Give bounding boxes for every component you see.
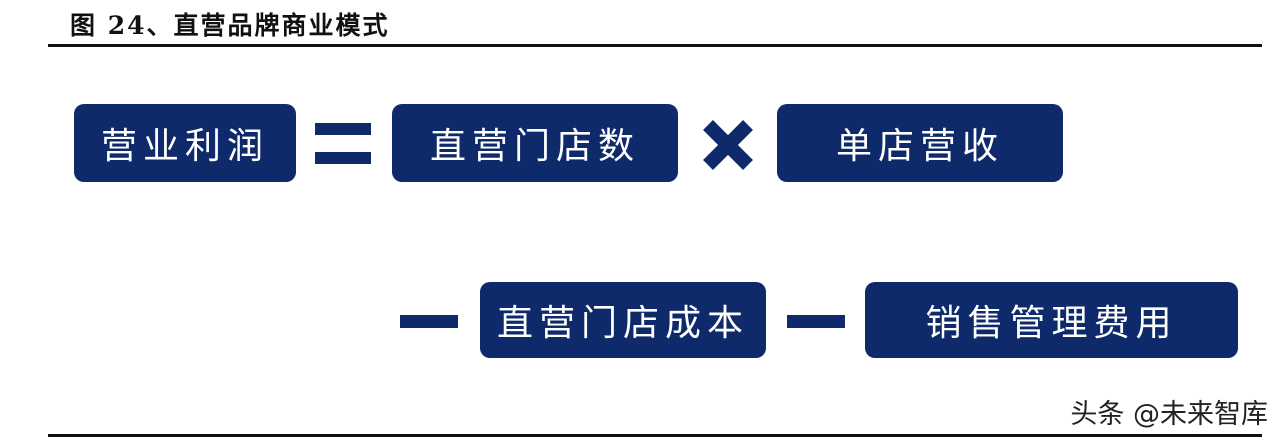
operating-profit-box: 营业利润 — [74, 104, 296, 182]
equals-icon-bottom-bar — [315, 152, 371, 164]
bottom-rule — [48, 434, 1262, 437]
equals-icon-top-bar — [315, 123, 371, 135]
minus-icon-first — [400, 315, 458, 328]
store-revenue-box: 单店营收 — [777, 104, 1063, 182]
store-cost-box: 直营门店成本 — [480, 282, 766, 358]
figure-title: 图 24、直营品牌商业模式 — [70, 11, 390, 40]
multiply-icon — [703, 120, 753, 170]
minus-icon-second — [787, 315, 845, 328]
top-rule — [48, 44, 1262, 47]
sga-expense-box: 销售管理费用 — [865, 282, 1238, 358]
watermark: 头条 @未来智库 — [1070, 399, 1268, 430]
store-count-box: 直营门店数 — [392, 104, 678, 182]
